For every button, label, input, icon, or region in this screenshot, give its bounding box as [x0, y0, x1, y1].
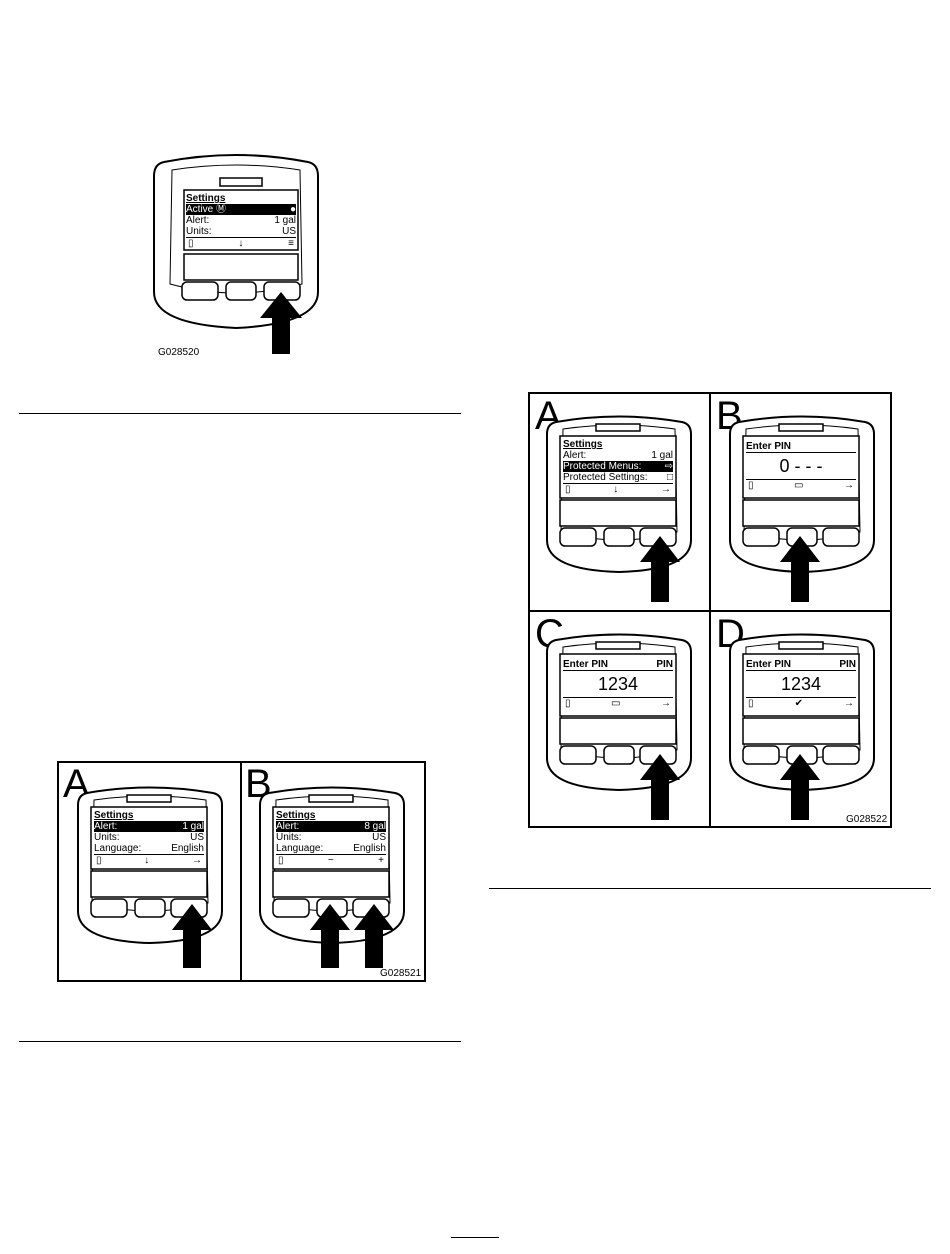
screen-row: Alert:1 gal: [94, 821, 204, 832]
device-screen: Settings Active Ⓜ● Alert:1 gal Units:US …: [186, 193, 296, 249]
press-arrow-icon: [780, 536, 820, 602]
info-icon: ▯: [565, 698, 571, 709]
screen-title: Settings: [276, 810, 316, 821]
digit-select-icon: ▭: [611, 698, 621, 709]
screen-row: Units:US: [94, 832, 204, 843]
page-number-line: [451, 1237, 499, 1238]
figure-code: G028520: [158, 347, 200, 358]
figure-code: G028521: [380, 968, 422, 979]
screen-nav-bar: ▯ ↓ →: [94, 854, 204, 866]
section-rule: [19, 413, 461, 414]
screen-row: Alert:1 gal: [563, 450, 673, 461]
figure-3b-device: Enter PIN 0 - - - ▯ ▭ →: [727, 414, 877, 574]
device-screen: Settings Alert:1 gal Units:US Language:E…: [94, 810, 204, 866]
press-arrow-icon: [310, 904, 350, 968]
screen-title: Settings: [186, 193, 226, 204]
screen-row: Units:US: [186, 226, 296, 237]
arrow-down-icon: ↓: [613, 484, 619, 495]
screen-row: Units:US: [276, 832, 386, 843]
press-arrow-icon: [780, 754, 820, 820]
checkmark-icon: ✔: [794, 698, 803, 709]
pin-display: 1234: [780, 674, 822, 694]
figure-2b-device: Settings Alert:8 gal Units:US Language:E…: [257, 785, 407, 945]
screen-row: Language:English: [276, 843, 386, 854]
plus-icon: +: [378, 855, 384, 866]
screen-nav-bar: ▯ ✔ →: [746, 697, 856, 709]
screen-nav-bar: ▯ ▭ →: [563, 697, 673, 709]
section-rule: [19, 1041, 461, 1042]
screen-row: Alert:1 gal: [186, 215, 296, 226]
info-icon: ▯: [748, 480, 754, 491]
device-screen: Settings Alert:8 gal Units:US Language:E…: [276, 810, 386, 866]
screen-nav-bar: ▯ − +: [276, 854, 386, 866]
screen-row: Protected Menus:⇨: [563, 461, 673, 472]
screen-nav-bar: ▯ ▭ →: [746, 479, 856, 491]
arrow-down-icon: ↓: [238, 238, 244, 249]
device-screen: Enter PIN 0 - - - ▯ ▭ →: [746, 441, 856, 491]
menu-icon: ≡: [288, 238, 294, 249]
screen-row: Alert:8 gal: [276, 821, 386, 832]
pin-display: 1234: [597, 674, 639, 694]
info-icon: ▯: [278, 855, 284, 866]
press-arrow-icon: [640, 536, 680, 602]
press-arrow-icon: [172, 904, 212, 968]
screen-nav-bar: ▯ ↓ →: [563, 483, 673, 495]
press-arrow-icon: [260, 292, 302, 354]
screen-title: Settings: [563, 439, 603, 450]
arrow-right-icon: →: [661, 698, 671, 709]
arrow-down-icon: ↓: [144, 855, 150, 866]
section-rule: [489, 888, 931, 889]
panel-divider: [240, 761, 242, 982]
screen-title: Settings: [94, 810, 134, 821]
screen-row: Active Ⓜ●: [186, 204, 296, 215]
device-screen: Settings Alert:1 gal Protected Menus:⇨ P…: [563, 439, 673, 495]
arrow-right-icon: →: [660, 484, 671, 495]
info-icon: ▯: [188, 238, 194, 249]
minus-icon: −: [327, 855, 334, 866]
figure-code: G028522: [846, 814, 888, 825]
screen-row: Protected Settings:□: [563, 472, 673, 483]
arrow-right-icon: →: [844, 698, 854, 709]
panel-divider: [528, 610, 892, 612]
screen-row: Language:English: [94, 843, 204, 854]
figure-3a-device: Settings Alert:1 gal Protected Menus:⇨ P…: [544, 414, 694, 574]
digit-select-icon: ▭: [794, 480, 804, 491]
arrow-right-icon: →: [191, 855, 202, 866]
arrow-right-icon: →: [844, 480, 854, 491]
info-icon: ▯: [565, 484, 571, 495]
pin-display: 0 - - -: [779, 456, 823, 476]
figure-2a-device: Settings Alert:1 gal Units:US Language:E…: [75, 785, 225, 945]
press-arrow-icon: [640, 754, 680, 820]
screen-nav-bar: ▯ ↓ ≡: [186, 237, 296, 249]
screen-header: Enter PIN: [746, 441, 856, 453]
info-icon: ▯: [96, 855, 102, 866]
info-icon: ▯: [748, 698, 754, 709]
press-arrow-icon: [354, 904, 394, 968]
